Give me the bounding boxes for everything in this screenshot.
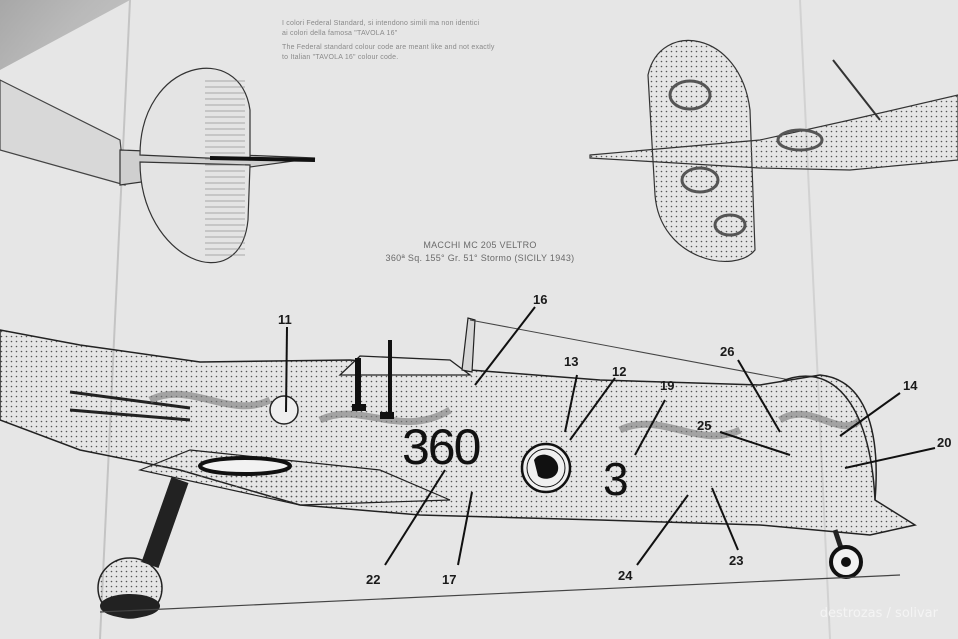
- callout-17: 17: [442, 572, 457, 587]
- caption-title: MACCHI MC 205 VELTRO: [423, 240, 537, 250]
- callout-leader-lines: [285, 306, 936, 566]
- callout-14: 14: [903, 378, 918, 393]
- callout-12: 12: [612, 364, 627, 379]
- callout-19: 19: [660, 378, 675, 393]
- caption-subtitle: 360ª Sq. 155° Gr. 51° Stormo (SICILY 194…: [385, 253, 575, 263]
- paper-fold: [99, 0, 131, 639]
- right-tail-view: [589, 39, 958, 262]
- aircraft-side-view: [0, 317, 917, 619]
- note-line-2: ai colori della famosa "TAVOLA 16": [282, 30, 398, 37]
- left-tail-view: [0, 67, 316, 264]
- callout-20: 20: [937, 435, 952, 450]
- callout-25: 25: [697, 418, 712, 433]
- callout-26: 26: [720, 344, 735, 359]
- note-line-4: to Italian "TAVOLA 16" colour code.: [282, 54, 399, 61]
- callout-11: 11: [278, 312, 292, 327]
- note-line-1: I colori Federal Standard, si intendono …: [282, 20, 480, 27]
- note-line-3: The Federal standard colour code are mea…: [282, 44, 495, 51]
- paper-fold: [799, 0, 831, 639]
- callout-24: 24: [618, 568, 633, 583]
- callout-22: 22: [366, 572, 381, 587]
- callout-16: 16: [533, 292, 548, 307]
- fuselage-code: 360: [402, 419, 481, 475]
- callout-23: 23: [729, 553, 744, 568]
- photo-watermark: destrozas / solivar: [819, 606, 938, 621]
- tail-code: 3: [603, 453, 629, 505]
- callout-13: 13: [564, 354, 579, 369]
